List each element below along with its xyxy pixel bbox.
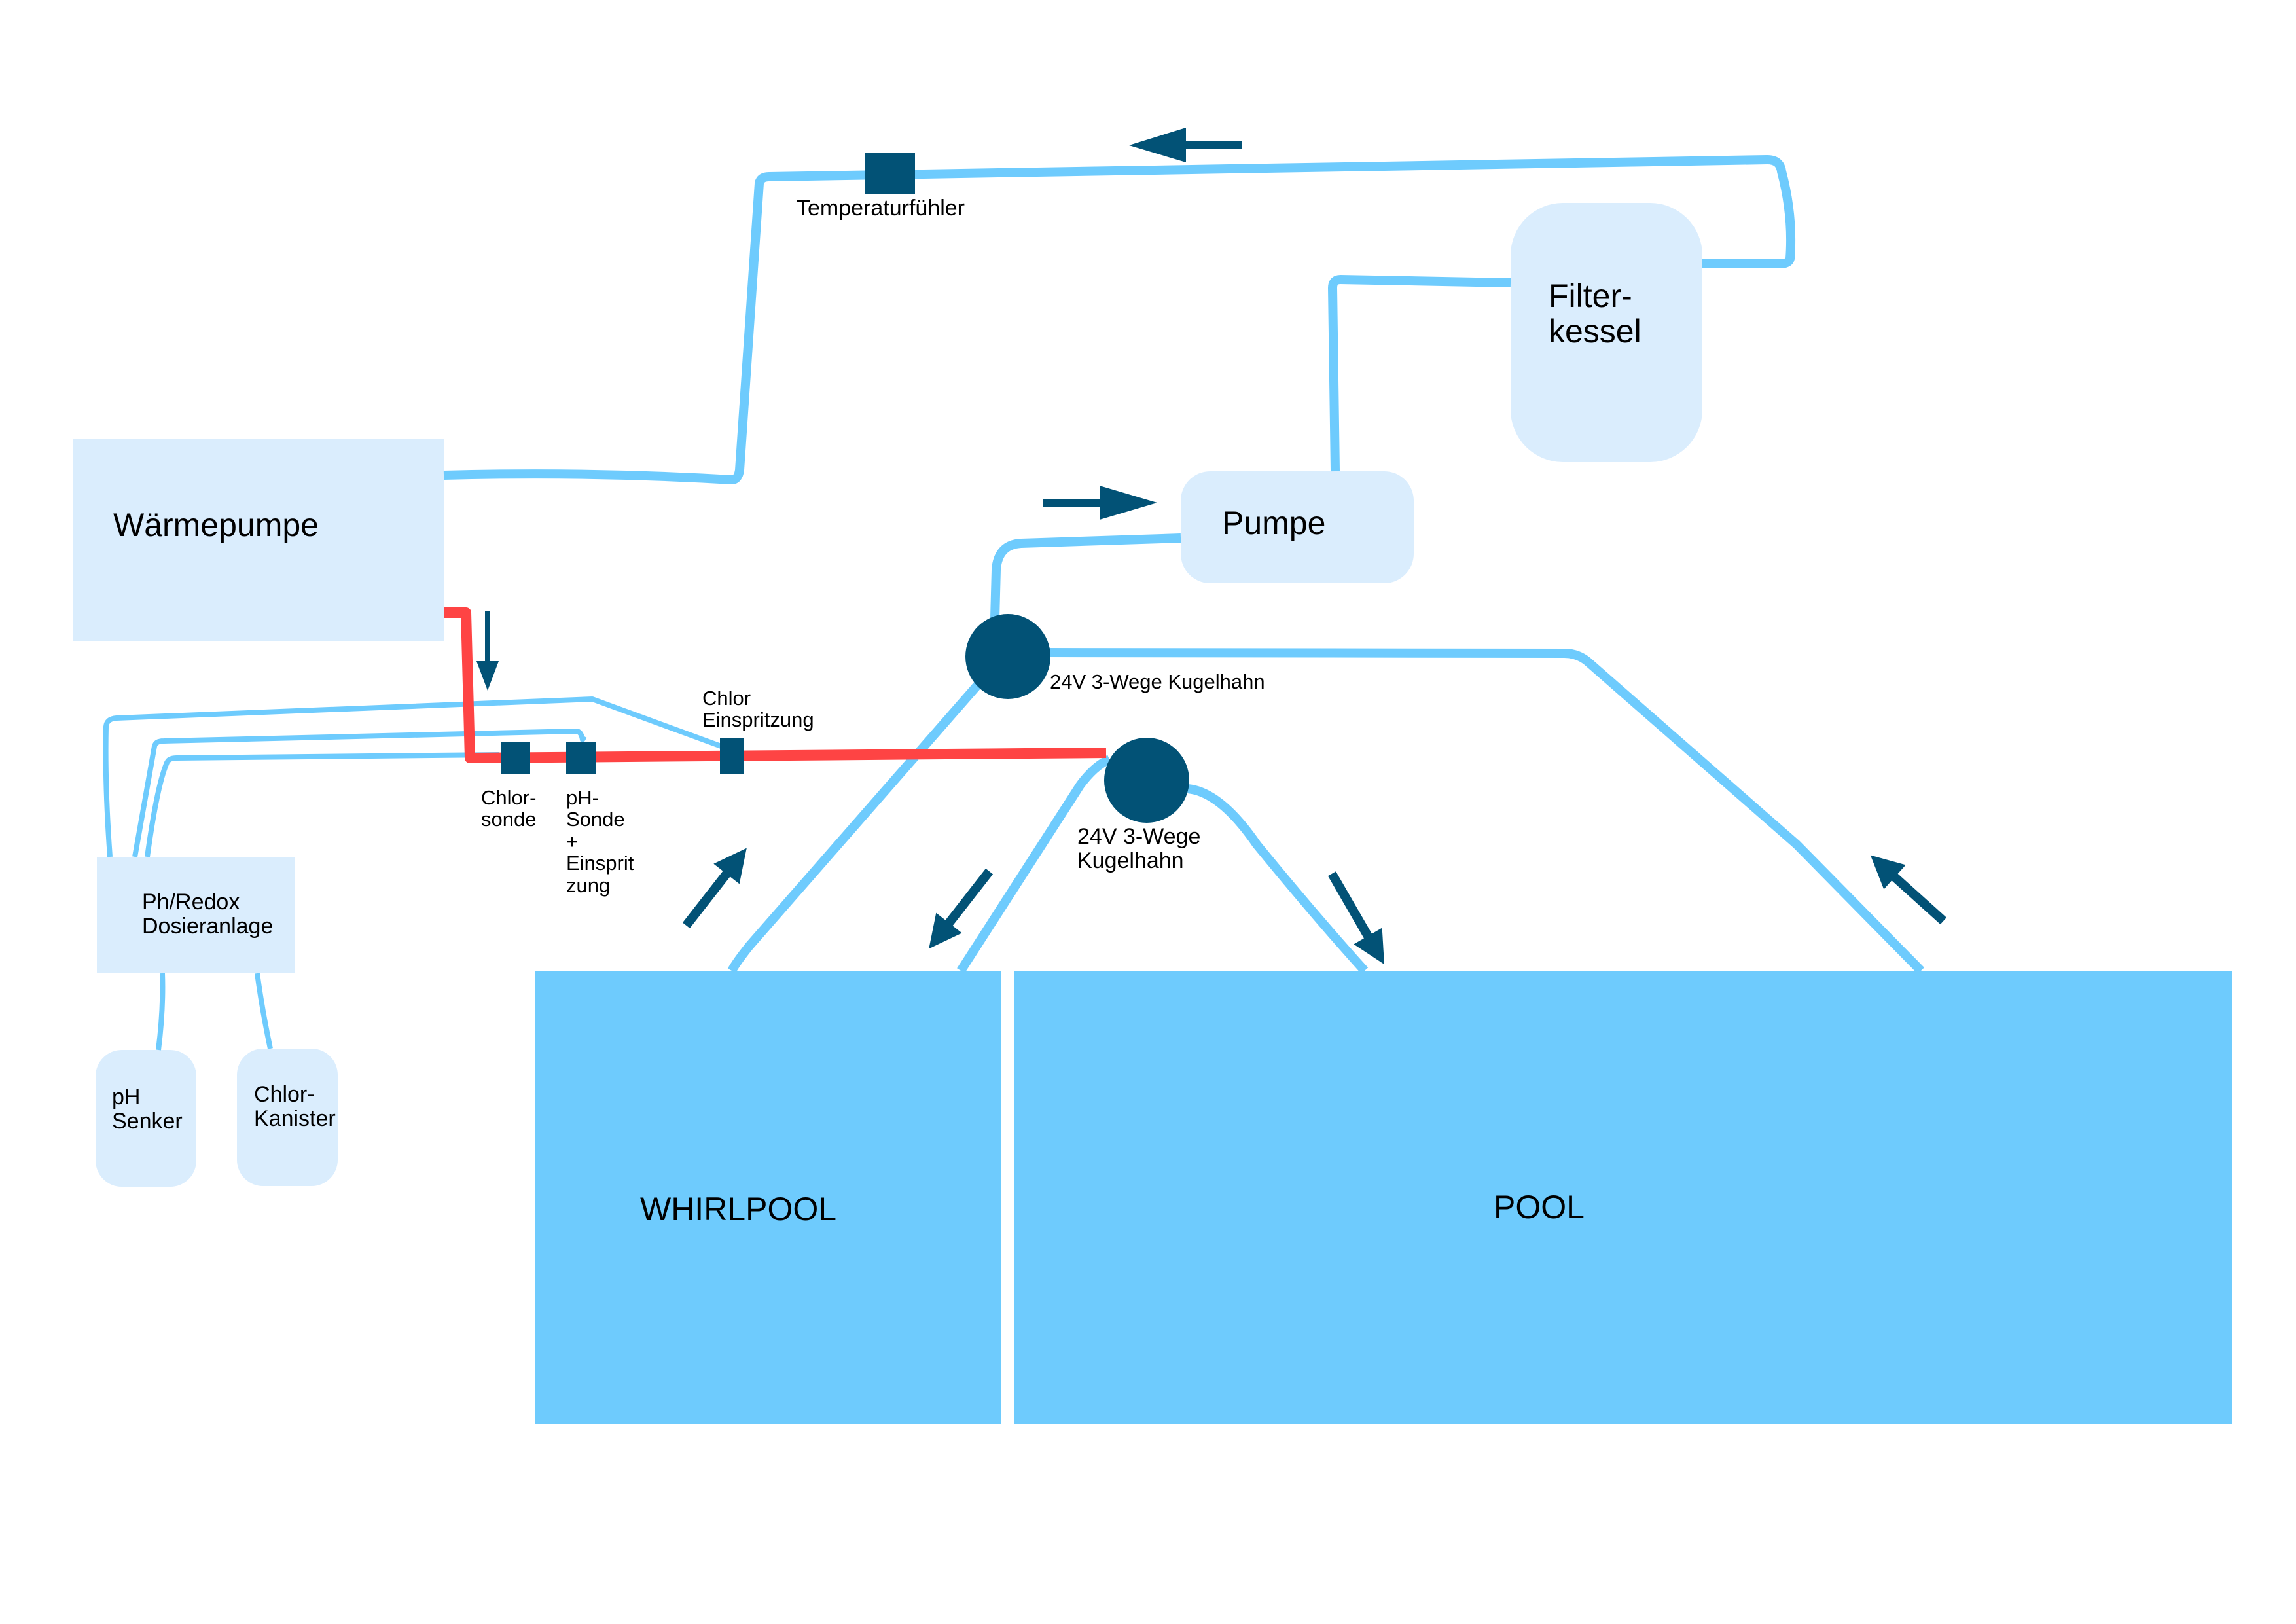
heat-pump-box (73, 439, 444, 641)
arrow-down-right-icon (1327, 871, 1384, 965)
line-dosing-to-ph-probe (132, 729, 587, 857)
pipe-heated-return (444, 607, 1107, 763)
chlorine-injection-label: Chlor Einspritzung (702, 687, 814, 732)
heat-pump-label: Wärmepumpe (113, 507, 319, 543)
chlorine-canister-box (237, 1049, 338, 1186)
chlorine-canister-label: Chlor- Kanister (254, 1082, 336, 1131)
chlorine-probe-sensor (501, 742, 530, 774)
line-dosing-to-chlorine-canister (255, 973, 273, 1049)
line-dosing-to-chlor-injection (103, 696, 728, 857)
pump-box (1181, 471, 1414, 583)
ph-probe-label: pH- Sonde + Einsprit zung (566, 786, 634, 897)
pipe-valve2-to-whirlpool (957, 755, 1112, 973)
dosing-unit-label: Ph/Redox Dosieranlage (142, 890, 274, 939)
arrow-up-left-icon (1870, 855, 1946, 925)
chlorine-probe-label: Chlor- sonde (481, 786, 537, 831)
arrow-down-icon (476, 611, 499, 691)
arrow-right-icon (1043, 486, 1157, 520)
pool-label: POOL (1494, 1189, 1585, 1225)
pipe-valve1-to-pool (1047, 648, 1924, 974)
ph-probe-sensor (566, 742, 596, 774)
pipe-pump-to-valve1 (990, 533, 1181, 619)
pipe-valve2-to-pool (1187, 784, 1369, 974)
arrow-left-icon (1129, 128, 1242, 162)
pump-label: Pumpe (1222, 505, 1326, 541)
line-dosing-to-ph-reducer (156, 973, 166, 1051)
pipe-filter-to-pump (1328, 275, 1511, 472)
filter-label: Filter- kessel (1549, 278, 1641, 350)
chlorine-injection-sensor (720, 738, 744, 774)
temperature-sensor-label: Temperaturfühler (797, 196, 965, 221)
pool-basin (1014, 971, 2232, 1424)
whirlpool-label: WHIRLPOOL (640, 1191, 837, 1227)
ph-reducer-box (96, 1050, 196, 1187)
arrow-up-right-icon (682, 848, 747, 929)
pipe-heatpump-to-filter (443, 155, 1796, 484)
valve-1-label: 24V 3-Wege Kugelhahn (1050, 670, 1265, 693)
pipe-valve1-to-whirlpool (727, 681, 982, 973)
arrow-down-left-icon (929, 868, 994, 949)
valve-2 (1104, 738, 1189, 823)
dosing-unit-box (97, 857, 295, 973)
ph-reducer-label: pH Senker (112, 1085, 183, 1134)
whirlpool-basin (535, 971, 1001, 1424)
temperature-sensor (865, 153, 915, 194)
valve-1 (965, 614, 1050, 699)
filter-box (1511, 203, 1702, 462)
valve-2-label: 24V 3-Wege Kugelhahn (1077, 824, 1201, 873)
line-dosing-to-chlor-probe (145, 752, 500, 857)
